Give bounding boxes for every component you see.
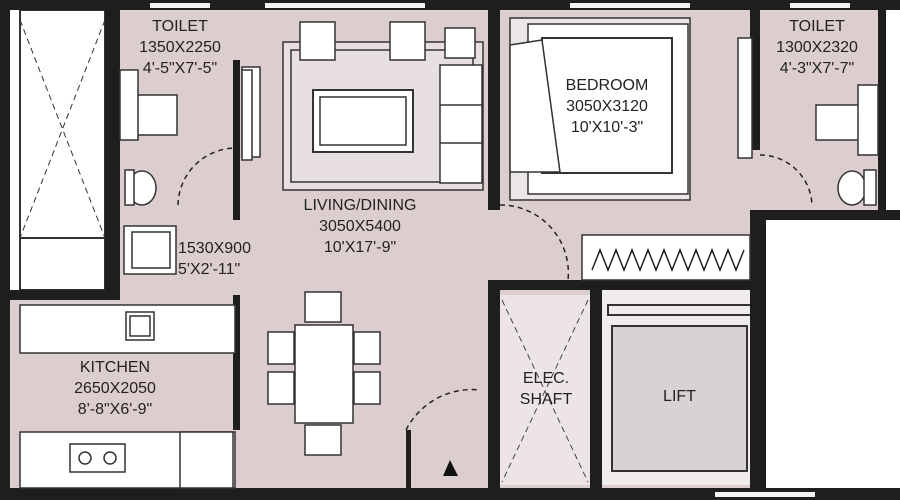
tv-unit-icon — [312, 89, 414, 153]
bedroom-size-mm: 3050X3120 — [566, 98, 648, 115]
toilet-right-size-mm: 1300X2320 — [776, 39, 858, 56]
windows — [150, 3, 850, 497]
bed-icon — [509, 17, 691, 201]
bedroom-size-ft: 10'X10'-3" — [570, 119, 644, 136]
toilet-right-size-ft: 4'-3"X7'-7" — [779, 60, 855, 77]
living-dining-size-ft: 10'X17'-9" — [323, 239, 397, 256]
stove-icon — [69, 443, 126, 473]
toilet-right-label: TOILET 1300X2320 4'-3"X7'-7" — [758, 16, 876, 79]
wc-icon-right — [737, 37, 879, 206]
wc-icon — [119, 69, 253, 206]
shaft-cross — [501, 299, 589, 483]
bedroom-name: BEDROOM — [565, 77, 649, 94]
utility-size-mm: 1530X900 — [178, 240, 251, 257]
toilet-left-label: TOILET 1350X2250 4'-5"X7'-5" — [120, 16, 240, 79]
door-leaves — [406, 430, 411, 488]
entrance-arrow-icon — [443, 460, 458, 476]
utility-label: 1530X900 5'X2'-11" — [178, 238, 251, 280]
doors — [177, 147, 813, 431]
lift-car — [611, 325, 748, 472]
elec-shaft-area — [500, 295, 590, 485]
toilet-right-name: TOILET — [789, 18, 845, 35]
toilet-left-size-ft: 4'-5"X7'-5" — [142, 60, 218, 77]
sink-icon — [125, 311, 155, 341]
utility-size-ft: 5'X2'-11" — [178, 261, 241, 278]
kitchen-label: KITCHEN 2650X2050 8'-8"X6'-9" — [40, 357, 190, 420]
bedroom-label: BEDROOM 3050X3120 10'X10'-3" — [542, 75, 672, 138]
living-dining-label: LIVING/DINING 3050X5400 10'X17'-9" — [270, 195, 450, 258]
living-dining-size-mm: 3050X5400 — [319, 218, 401, 235]
elec-shaft-line1: ELEC. — [522, 370, 570, 387]
kitchen-name: KITCHEN — [79, 359, 151, 376]
washing-machine-icon — [123, 225, 177, 275]
toilet-left-size-mm: 1350X2250 — [139, 39, 221, 56]
kitchen-size-mm: 2650X2050 — [74, 380, 156, 397]
dining-table-icon — [267, 291, 381, 456]
lift-label: LIFT — [612, 386, 747, 407]
kitchen-size-ft: 8'-8"X6'-9" — [77, 401, 153, 418]
wardrobe-icon — [581, 234, 751, 281]
left-duct — [19, 9, 106, 291]
lift-name: LIFT — [663, 388, 696, 405]
elec-shaft-label: ELEC. SHAFT — [500, 368, 592, 410]
toilet-left-name: TOILET — [152, 18, 208, 35]
living-dining-name: LIVING/DINING — [303, 197, 417, 214]
elec-shaft-line2: SHAFT — [519, 391, 573, 408]
